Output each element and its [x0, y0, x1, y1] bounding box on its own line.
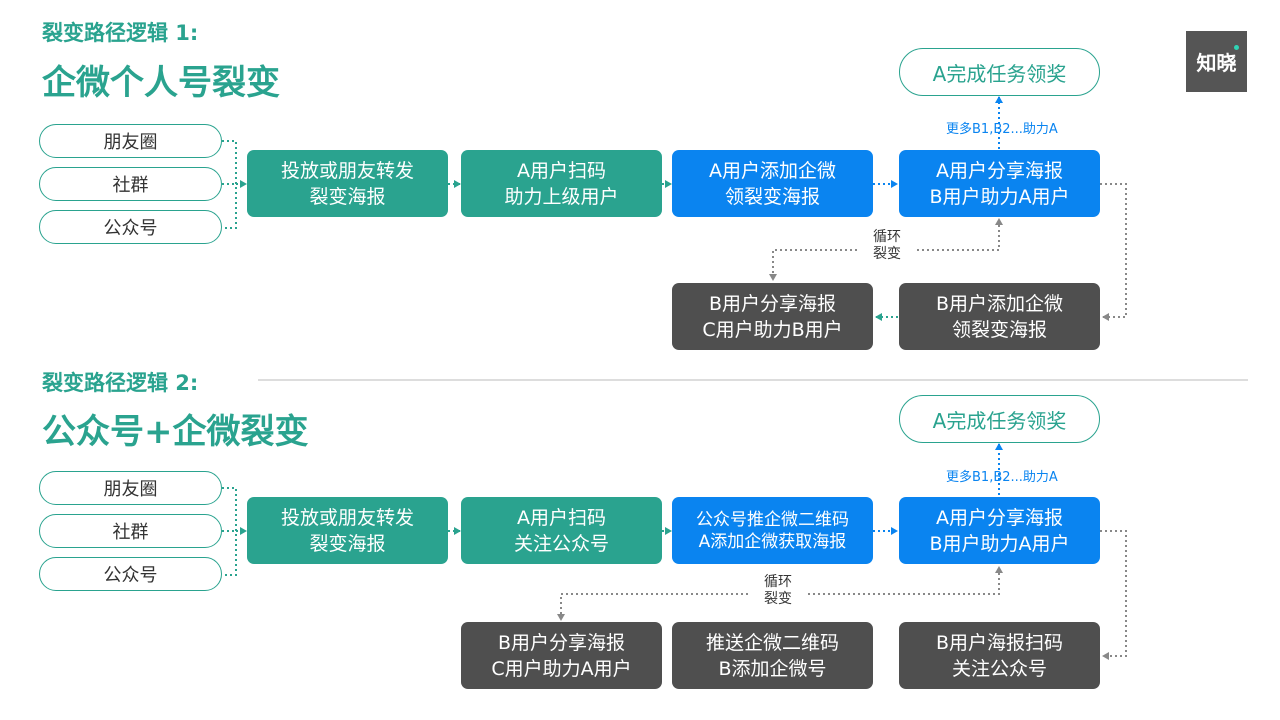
section1-channel-official-account: 公众号 — [39, 210, 222, 244]
section1-step4-line2: B用户助力A用户 — [929, 185, 1070, 208]
section2-loop-note: 循环 裂变 — [748, 574, 808, 608]
section2-step2-box: A用户扫码 关注公众号 — [461, 497, 662, 564]
section1-step2-line2: 助力上级用户 — [504, 185, 619, 208]
arrow-step4-to-step5 — [1100, 183, 1127, 321]
section2-channel-moments: 朋友圈 — [39, 471, 222, 505]
section1-step5-box: B用户添加企微 领裂变海报 — [899, 283, 1100, 350]
section2-step5-line1: B用户海报扫码 — [935, 631, 1064, 654]
section1-step1-line1: 投放或朋友转发 — [280, 159, 414, 182]
section1-step6-line2: C用户助力B用户 — [702, 318, 843, 341]
section1-step3-line2: 领裂变海报 — [724, 185, 820, 208]
section1-step3-box: A用户添加企微 领裂变海报 — [672, 150, 873, 217]
section2-step1-box: 投放或朋友转发 裂变海报 — [247, 497, 448, 564]
loop-right-1 — [917, 218, 1003, 251]
section2-channel-official-account: 公众号 — [39, 557, 222, 591]
section1-step1-box: 投放或朋友转发 裂变海报 — [247, 150, 448, 217]
section2-step4-box: A用户分享海报 B用户助力A用户 — [899, 497, 1100, 564]
arrow2-step4-to-step5 — [1100, 530, 1127, 660]
section1-step3-line1: A用户添加企微 — [709, 159, 836, 182]
section2-step6-box: 推送企微二维码 B添加企微号 — [672, 622, 873, 689]
section1-step4-box: A用户分享海报 B用户助力A用户 — [899, 150, 1100, 217]
loop-right-2 — [808, 566, 1003, 595]
section2-step7-line1: B用户分享海报 — [497, 631, 626, 654]
section1-step4-line1: A用户分享海报 — [936, 159, 1063, 182]
section1-step6-line1: B用户分享海报 — [708, 292, 837, 315]
section2-step1-line2: 裂变海报 — [309, 532, 386, 555]
brand-logo-text: 知晓 — [1196, 51, 1237, 75]
section2-loop-note-line2: 裂变 — [764, 591, 792, 607]
section2-step6-line1: 推送企微二维码 — [705, 631, 839, 654]
section1-title: 企微个人号裂变 — [42, 63, 280, 103]
section1-step5-line1: B用户添加企微 — [935, 292, 1064, 315]
section2-step4-line2: B用户助力A用户 — [929, 532, 1070, 555]
section1-channel-group: 社群 — [39, 167, 222, 201]
brand-logo: 知晓 — [1186, 31, 1247, 92]
loop-left-1 — [769, 249, 857, 281]
section2-step6-line2: B添加企微号 — [718, 657, 827, 680]
loop-left-2 — [557, 593, 748, 621]
section1-loop-note-line1: 循环 — [873, 229, 901, 245]
section1-more-note: 更多B1,B2...助力A — [946, 122, 1058, 137]
section2-label: 裂变路径逻辑 2: — [42, 371, 199, 395]
section1-loop-note: 循环 裂变 — [857, 229, 917, 263]
section1-label: 裂变路径逻辑 1: — [42, 21, 199, 45]
channel-bracket-1 — [222, 140, 237, 229]
section2-step1-line1: 投放或朋友转发 — [280, 506, 414, 529]
section1-loop-note-line2: 裂变 — [873, 246, 901, 262]
section1-channel-moments: 朋友圈 — [39, 124, 222, 158]
section2-step2-line1: A用户扫码 — [517, 506, 606, 529]
section2-channel-group: 社群 — [39, 514, 222, 548]
channel-bracket-2 — [222, 487, 237, 576]
section1-step6-box: B用户分享海报 C用户助力B用户 — [672, 283, 873, 350]
section1-step5-line2: 领裂变海报 — [951, 318, 1047, 341]
section2-reward-pill: A完成任务领奖 — [899, 395, 1100, 443]
section2-step3-box: 公众号推企微二维码 A添加企微获取海报 — [672, 497, 873, 564]
section2-step7-box: B用户分享海报 C用户助力A用户 — [461, 622, 662, 689]
section2-step2-line2: 关注公众号 — [513, 532, 609, 555]
section2-step5-box: B用户海报扫码 关注公众号 — [899, 622, 1100, 689]
section1-step2-line1: A用户扫码 — [517, 159, 606, 182]
section1-step2-box: A用户扫码 助力上级用户 — [461, 150, 662, 217]
section1-reward-pill: A完成任务领奖 — [899, 48, 1100, 96]
section2-title: 公众号+企微裂变 — [42, 412, 309, 452]
section2-loop-note-line1: 循环 — [764, 574, 792, 590]
section2-more-note: 更多B1,B2...助力A — [946, 470, 1058, 485]
brand-logo-dot — [1234, 45, 1239, 50]
section2-step3-line2: A添加企微获取海报 — [698, 531, 847, 552]
section1-step1-line2: 裂变海报 — [309, 185, 386, 208]
section2-step4-line1: A用户分享海报 — [936, 506, 1063, 529]
section2-step7-line2: C用户助力A用户 — [491, 657, 632, 680]
section2-step5-line2: 关注公众号 — [951, 657, 1047, 680]
section2-step3-line1: 公众号推企微二维码 — [696, 509, 849, 530]
